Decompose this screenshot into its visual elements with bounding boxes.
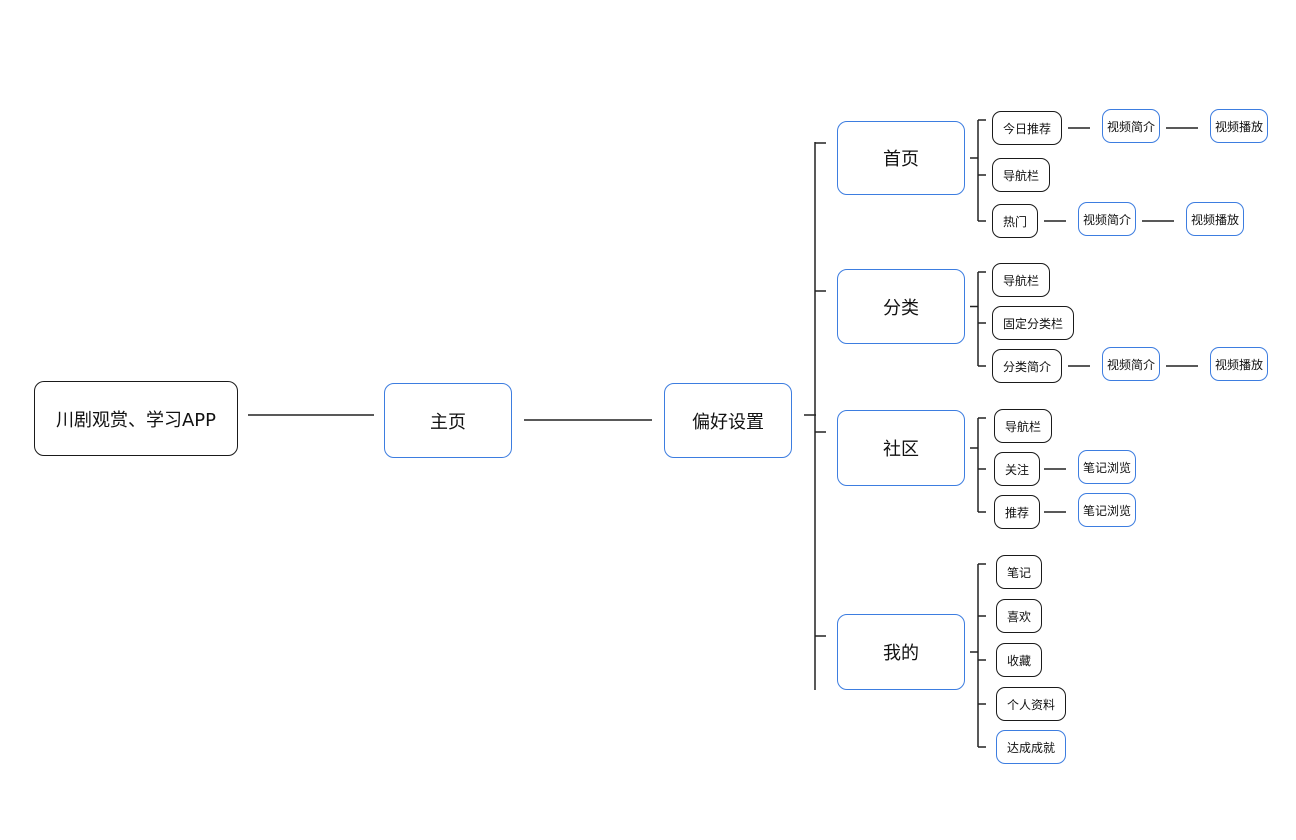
mine-item-favorites[interactable]: 收藏 [996, 643, 1042, 677]
category-chain-video-play[interactable]: 视频播放 [1210, 347, 1268, 381]
mine-item-likes[interactable]: 喜欢 [996, 599, 1042, 633]
section-category-label: 分类 [883, 297, 919, 319]
home-chain-video-play[interactable]: 视频播放 [1210, 109, 1268, 143]
community-chain-note-browse[interactable]: 笔记浏览 [1078, 450, 1136, 484]
section-category[interactable]: 分类 [837, 269, 965, 344]
community-item-recommend[interactable]: 推荐 [994, 495, 1040, 529]
category-item-fixed-category-label: 固定分类栏 [1002, 316, 1063, 331]
category-item-navbar-label: 导航栏 [1002, 273, 1039, 288]
root-label: 川剧观赏、学习APP [55, 409, 217, 431]
section-home[interactable]: 首页 [837, 121, 965, 195]
section-community[interactable]: 社区 [837, 410, 965, 486]
mine-item-favorites-label: 收藏 [1006, 653, 1031, 668]
root-node[interactable]: 川剧观赏、学习APP [34, 381, 238, 456]
category-item-fixed-category[interactable]: 固定分类栏 [992, 306, 1074, 340]
home-item-hot[interactable]: 热门 [992, 204, 1038, 238]
home-chain-video-play[interactable]: 视频播放 [1186, 202, 1244, 236]
community-item-recommend-label: 推荐 [1004, 505, 1029, 520]
section-mine-label: 我的 [883, 643, 919, 664]
homepage-label: 主页 [430, 411, 466, 433]
mine-item-likes-label: 喜欢 [1006, 609, 1031, 624]
mine-item-profile-label: 个人资料 [1006, 697, 1055, 712]
home-chain-video-play-label: 视频播放 [1214, 119, 1263, 134]
category-item-category-intro-label: 分类简介 [1002, 359, 1051, 374]
mine-item-achievements[interactable]: 达成成就 [996, 730, 1066, 764]
category-item-navbar[interactable]: 导航栏 [992, 263, 1050, 297]
home-chain-video-intro-label: 视频简介 [1082, 212, 1131, 227]
mine-item-notes[interactable]: 笔记 [996, 555, 1042, 589]
preferences-node[interactable]: 偏好设置 [664, 383, 792, 458]
category-chain-video-intro-label: 视频简介 [1106, 357, 1155, 372]
community-chain-note-browse-label: 笔记浏览 [1082, 460, 1131, 475]
home-chain-video-play-label: 视频播放 [1190, 212, 1239, 227]
community-chain-note-browse-label: 笔记浏览 [1082, 503, 1131, 518]
section-home-label: 首页 [883, 149, 919, 170]
home-item-sparkle[interactable]: 今日推荐 [992, 111, 1062, 145]
preferences-label: 偏好设置 [692, 411, 764, 433]
category-chain-video-intro[interactable]: 视频简介 [1102, 347, 1160, 381]
community-item-navbar-label: 导航栏 [1004, 419, 1041, 434]
home-chain-video-intro-label: 视频简介 [1106, 119, 1155, 134]
home-chain-video-intro[interactable]: 视频简介 [1102, 109, 1160, 143]
homepage-node[interactable]: 主页 [384, 383, 512, 458]
community-item-follow[interactable]: 关注 [994, 452, 1040, 486]
community-item-navbar[interactable]: 导航栏 [994, 409, 1052, 443]
home-chain-video-intro[interactable]: 视频简介 [1078, 202, 1136, 236]
category-chain-video-play-label: 视频播放 [1214, 357, 1263, 372]
mine-item-profile[interactable]: 个人资料 [996, 687, 1066, 721]
home-item-hot-label: 热门 [1002, 214, 1027, 229]
home-item-navbar-label: 导航栏 [1002, 168, 1039, 183]
section-community-label: 社区 [883, 439, 919, 460]
mine-item-achievements-label: 达成成就 [1006, 740, 1055, 755]
section-mine[interactable]: 我的 [837, 614, 965, 690]
home-item-navbar[interactable]: 导航栏 [992, 158, 1050, 192]
community-chain-note-browse[interactable]: 笔记浏览 [1078, 493, 1136, 527]
home-item-sparkle-label: 今日推荐 [1002, 121, 1051, 136]
mine-item-notes-label: 笔记 [1006, 565, 1031, 580]
category-item-category-intro[interactable]: 分类简介 [992, 349, 1062, 383]
community-item-follow-label: 关注 [1004, 462, 1029, 477]
